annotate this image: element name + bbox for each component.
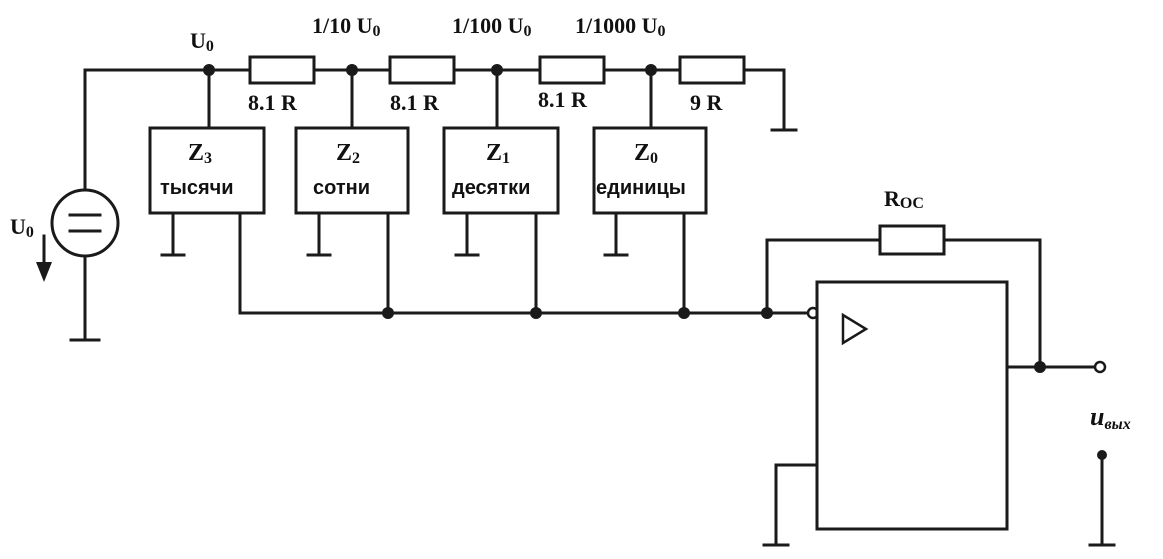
resistor-ladder: U0 1/10 U0 1/100 U0 1/1000 U0 8.1 R 8.1 …	[190, 13, 798, 132]
switch-box-z3	[148, 126, 266, 215]
switch-boxes: Z3 тысячи Z2 сотни Z1 десятки Z0 единицы	[148, 68, 708, 315]
switch-z0-caption: единицы	[596, 177, 686, 199]
feedback-network: ROC	[765, 186, 1042, 369]
output-terminal	[1093, 360, 1107, 374]
switch-z3-caption: тысячи	[160, 177, 234, 199]
feedback-label: ROC	[884, 186, 924, 212]
resistor-4	[678, 55, 746, 85]
summing-bus	[238, 306, 820, 320]
switch-box-z0	[592, 126, 708, 215]
resistor-2	[388, 55, 456, 85]
node-label-0: U0	[190, 28, 214, 55]
switch-box-z2	[294, 126, 410, 215]
resistor-3	[538, 55, 606, 85]
resistor-label-4: 9 R	[690, 90, 724, 115]
node-label-2: 1/100 U0	[452, 13, 532, 40]
feedback-resistor	[878, 224, 946, 256]
op-amp-triangle-icon	[841, 312, 869, 346]
switch-z1-name: Z1	[486, 140, 510, 167]
resistor-label-2: 8.1 R	[390, 90, 440, 115]
source-arrow-head	[36, 262, 52, 282]
source-circle	[50, 188, 120, 258]
resistor-label-1: 8.1 R	[248, 90, 298, 115]
source-label: U0	[10, 214, 34, 241]
resistor-1	[248, 55, 316, 85]
output-reference: uвых	[1088, 402, 1131, 547]
switch-z3-name: Z3	[188, 140, 212, 167]
node-label-3: 1/1000 U0	[575, 13, 666, 40]
op-amp	[762, 280, 1107, 547]
voltage-source: U0	[10, 68, 211, 342]
output-label: uвых	[1090, 402, 1131, 433]
switch-z1-caption: десятки	[452, 177, 530, 199]
switch-box-z1	[442, 126, 560, 215]
node-label-1: 1/10 U0	[312, 13, 381, 40]
switch-z2-caption: сотни	[313, 177, 370, 199]
resistor-label-3: 8.1 R	[538, 87, 588, 112]
switch-z2-name: Z2	[336, 140, 360, 167]
switch-z0-name: Z0	[634, 140, 658, 167]
